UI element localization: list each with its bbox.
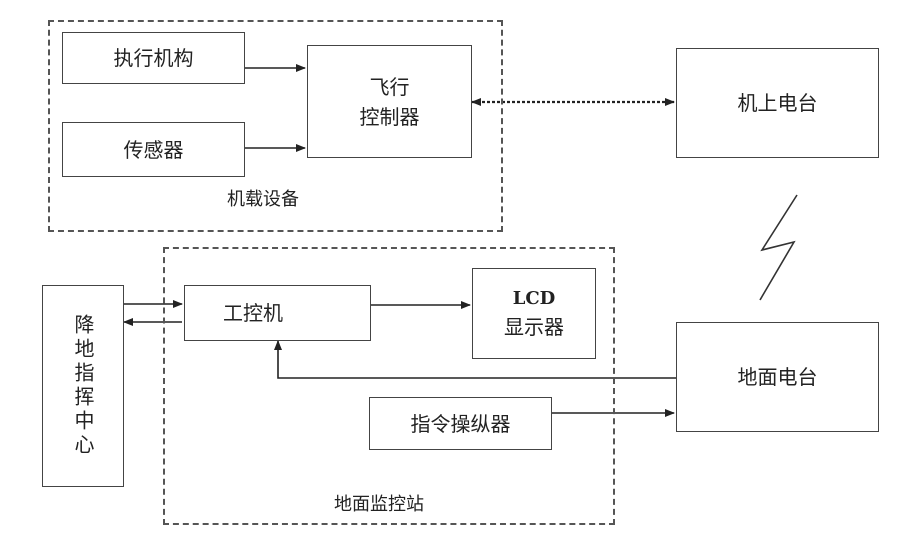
flight-controller-box: 飞行 控制器 xyxy=(307,45,472,158)
landing-command-center-label: 降地指挥中心 xyxy=(71,314,95,458)
lcd-label-line1: LCD xyxy=(512,288,556,309)
arrow-ground-radio-to-pc xyxy=(274,340,676,379)
actuator-label: 执行机构 xyxy=(113,46,194,70)
sensor-box: 传感器 xyxy=(62,122,245,177)
sensor-label: 传感器 xyxy=(123,137,184,162)
lcd-label-line2: 显示器 xyxy=(504,315,564,339)
flight-controller-label-line2: 控制器 xyxy=(359,104,420,129)
lcd-display-box: LCD 显示器 xyxy=(472,268,596,359)
wireless-link-icon xyxy=(759,194,798,301)
ground-station-label: 地面监控站 xyxy=(334,494,424,515)
flight-controller-label-line1: 飞行 xyxy=(369,74,410,99)
command-operator-label: 指令操纵器 xyxy=(410,411,511,436)
industrial-pc-label: 工控机 xyxy=(223,301,283,325)
industrial-pc-box: 工控机 xyxy=(184,285,371,341)
ground-radio-label: 地面电台 xyxy=(737,365,818,389)
landing-command-center-box: 降地指挥中心 xyxy=(42,285,124,487)
ground-radio-box: 地面电台 xyxy=(676,322,879,432)
onboard-radio-box: 机上电台 xyxy=(676,48,879,158)
onboard-radio-label: 机上电台 xyxy=(737,91,818,115)
ground-station-group xyxy=(163,247,615,525)
airborne-equipment-label: 机载设备 xyxy=(227,189,299,210)
command-operator-box: 指令操纵器 xyxy=(369,397,552,450)
airborne-equipment-group xyxy=(48,20,503,232)
actuator-box: 执行机构 xyxy=(62,32,245,84)
